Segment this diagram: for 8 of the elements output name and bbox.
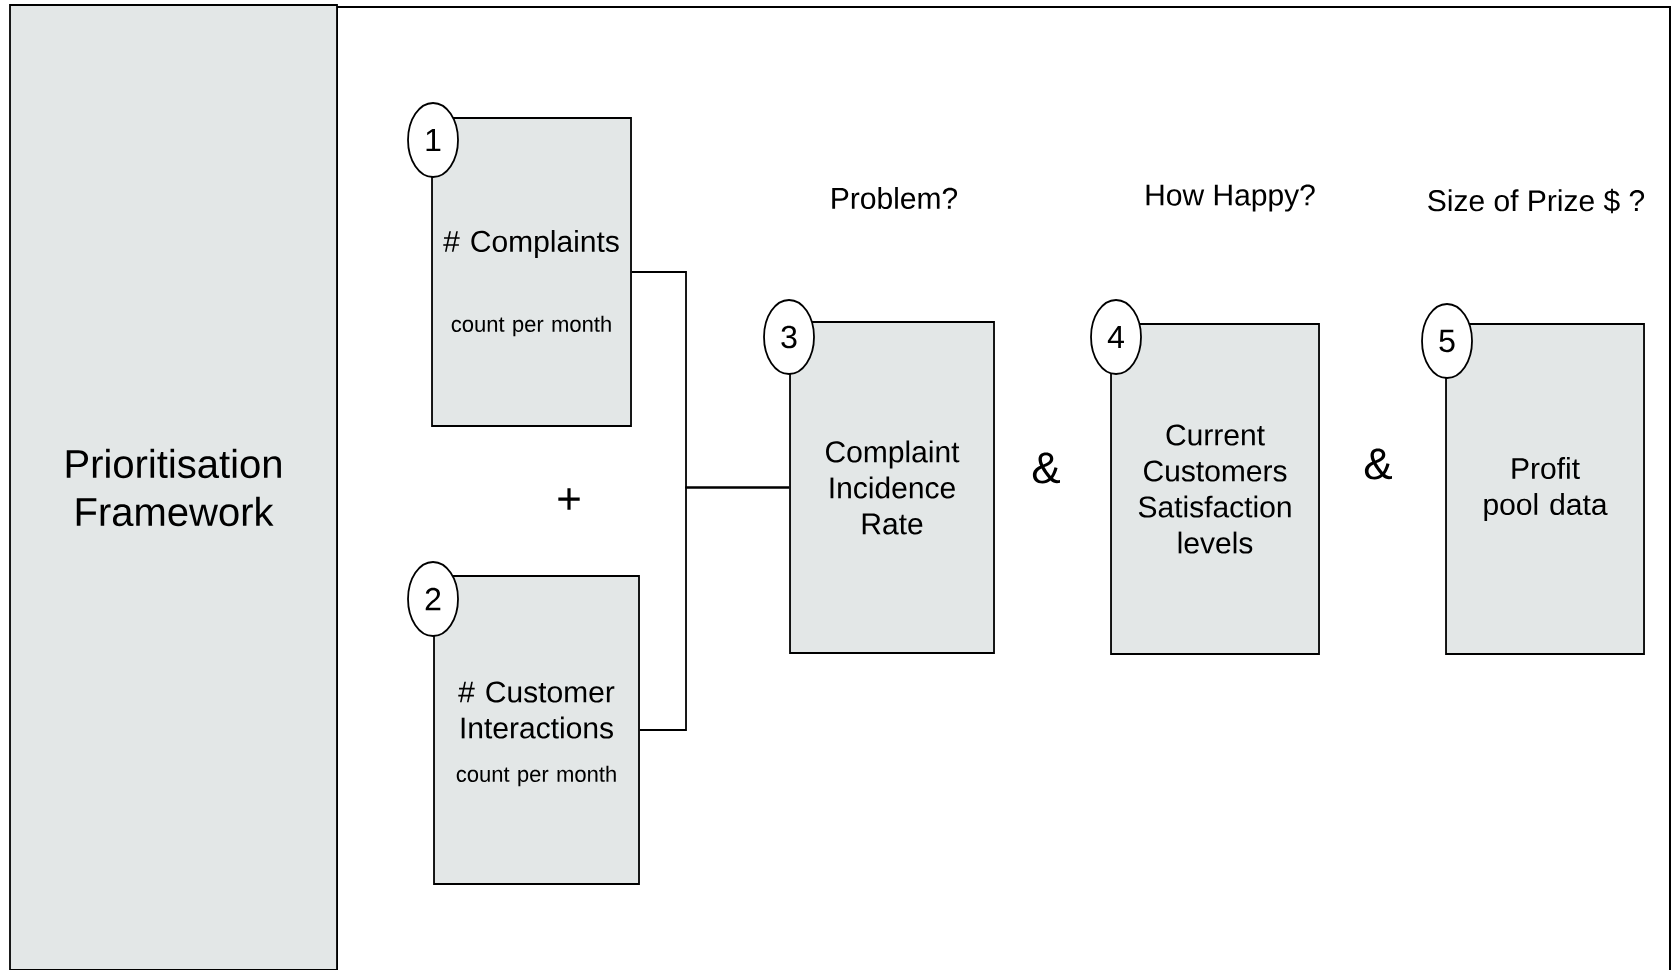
heading-text: How Happy? <box>1146 184 1315 212</box>
heading-text: Size of Prize $ ? <box>1428 188 1645 214</box>
operator-symbol: & <box>1032 452 1060 484</box>
operator-symbol: + <box>558 488 580 510</box>
operator-symbol: & <box>1364 448 1392 480</box>
connector <box>639 486 790 731</box>
band: Prioritisation Framework <box>9 4 338 970</box>
heading-text: Problem? <box>832 187 958 209</box>
